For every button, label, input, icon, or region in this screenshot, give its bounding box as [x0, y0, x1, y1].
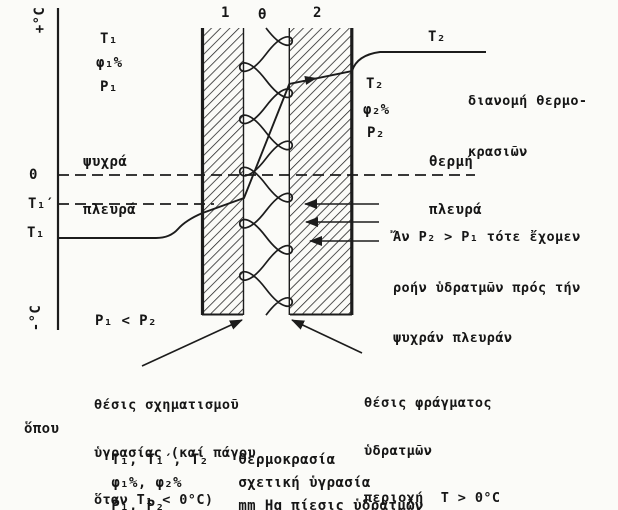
legend-row-humidity: φ₁%, φ₂% σχετική ὑγρασία — [76, 459, 371, 507]
layer1-number-label: 1 — [221, 5, 230, 21]
axis-t1-label: T₁ — [27, 225, 45, 241]
legend-description: mm Hg πίεσις ὑδρατμῶν — [238, 498, 424, 510]
axis-zero-label: 0 — [29, 167, 38, 183]
insulation-squiggle — [238, 27, 294, 316]
vapor-barrier-annotation: θέσις φράγματος ὑδρατμῶν περιοχή T > 0°C — [364, 395, 501, 506]
legend-description: σχετική ὑγρασία — [238, 475, 371, 491]
legend-row-pressure: P₁, P₂ mm Hg πίεσις ὑδρατμῶν — [76, 482, 424, 510]
heat-flow-arrowhead — [304, 76, 317, 85]
wall-layer-2 — [290, 28, 352, 315]
cold-temperature-label: T₁ — [100, 31, 118, 47]
temperature-distribution-curve — [59, 51, 486, 239]
temperature-distribution-caption: διανομή θερμο- κρασιῶν — [468, 93, 588, 160]
wall-layer-1 — [203, 28, 243, 315]
legend-symbols: T₁, T₁′, T₂ — [111, 452, 209, 468]
theta-label: θ — [258, 7, 267, 23]
warm-temperature-label: T₂ — [366, 76, 384, 92]
legend-row-temperature: T₁, T₁′, T₂ θερμοκρασία — [76, 436, 335, 484]
legend-where-label: ὅπου — [24, 421, 60, 437]
axis-plus-celsius-label: +°C — [32, 6, 48, 34]
cold-pressure-label: P₁ — [100, 79, 118, 95]
axis-t1-prime-label: T₁′ — [28, 196, 55, 212]
axis-minus-celsius-label: -°C — [28, 304, 44, 332]
layer2-number-label: 2 — [313, 5, 322, 21]
moisture-location-arrow — [141, 319, 243, 367]
legend-description: θερμοκρασία — [238, 452, 336, 468]
warm-humidity-label: φ₂% — [363, 102, 390, 118]
warm-pressure-label: P₂ — [367, 125, 385, 141]
pressure-inequality-note: P₁ < P₂ — [95, 313, 157, 329]
cold-side-name: ψυχρά πλευρά — [83, 154, 136, 218]
curve-t2-label: T₂ — [428, 29, 446, 45]
legend-symbols: φ₁%, φ₂% — [111, 475, 182, 491]
moisture-formation-annotation: θέσις σχηματισμοῦ ὑγρασίας (καί πάγου ὅτ… — [94, 397, 257, 508]
vapor-barrier-location-arrow — [291, 319, 363, 354]
warm-side-name: θερμή πλευρά — [429, 154, 482, 218]
cold-humidity-label: φ₁% — [96, 55, 123, 71]
vapor-flow-note: Ἄν P₂ > P₁ τότε ἔχομεν ροήν ὑδρατμῶν πρό… — [393, 229, 581, 346]
legend-symbols: P₁, P₂ — [111, 498, 165, 510]
